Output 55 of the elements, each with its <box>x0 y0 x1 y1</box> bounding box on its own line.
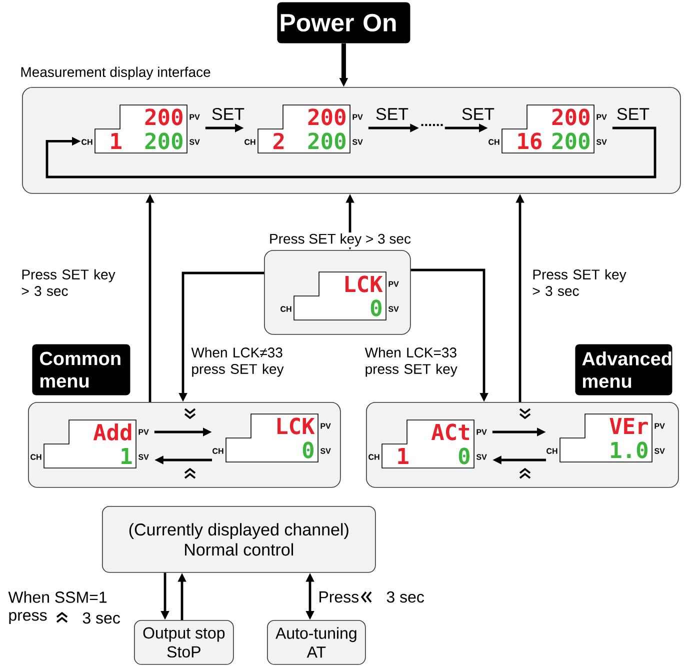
edge-label: SET <box>212 108 244 120</box>
indicator-label: SV <box>352 139 363 145</box>
edge-label: When LCK=33 press SET key <box>364 347 458 377</box>
indicator-label: SV <box>320 448 331 454</box>
arrow <box>46 126 656 178</box>
edge-label: SET <box>462 108 494 120</box>
lcd-display: 200 16 200 <box>502 104 594 154</box>
edge-label: SET <box>617 108 650 120</box>
node-label: Measurement display interface <box>21 66 210 80</box>
lcd-display: VEr 1.0 <box>560 414 652 462</box>
indicator-label: SV <box>388 306 399 312</box>
lcd-display: LCK 0 <box>294 272 386 320</box>
indicator-label: SV <box>654 448 665 454</box>
indicator-label: PV <box>654 423 665 429</box>
indicator-label: CH <box>30 454 42 460</box>
indicator-label: CH <box>280 306 292 312</box>
edge-label: Press SET key > 3 sec <box>22 269 116 296</box>
note-text: press <box>9 612 47 624</box>
note-text: 3 sec <box>82 612 120 624</box>
ellipsis: ...... <box>421 124 443 126</box>
indicator-label: PV <box>476 429 487 435</box>
indicator-label: SV <box>138 454 149 460</box>
indicator-label: PV <box>596 114 607 120</box>
indicator-label: PV <box>388 281 399 287</box>
lcd-display: 200 2 200 <box>258 104 350 154</box>
indicator-label: CH <box>244 139 256 145</box>
lcd-display: LCK 0 <box>226 414 318 462</box>
title-badge: Power On <box>277 2 410 44</box>
edge-label: SET <box>376 108 408 120</box>
indicator-label: PV <box>138 429 149 435</box>
menu-badge: Common menu <box>32 344 130 396</box>
edge-label: Press SET key > 3 sec <box>268 232 412 248</box>
lcd-display: ACt 1 0 <box>382 420 474 468</box>
indicator-label: CH <box>488 139 500 145</box>
indicator-label: PV <box>190 114 200 120</box>
note-text: 3 sec <box>386 591 424 603</box>
indicator-label: CH <box>368 454 380 460</box>
indicator-label: SV <box>596 139 607 145</box>
indicator-label: SV <box>476 454 487 460</box>
indicator-label: CH <box>212 448 224 454</box>
process-box: Auto-tuning AT <box>267 620 366 665</box>
edge-label: Press SET key > 3 sec <box>532 269 626 296</box>
menu-badge: Advanced menu <box>575 344 672 396</box>
indicator-label: SV <box>189 139 200 145</box>
indicator-label: CH <box>82 139 92 145</box>
process-box: (Currently displayed channel) Normal control <box>102 506 376 573</box>
indicator-label: PV <box>352 114 363 120</box>
indicator-label: CH <box>546 448 558 454</box>
lcd-display: 200 1 200 <box>94 104 188 154</box>
edge-label: When LCK≠33 press SET key <box>191 347 284 377</box>
indicator-label: PV <box>320 423 331 429</box>
lcd-display: Add 1 <box>44 420 136 468</box>
note-text: When SSM=1 <box>8 591 107 603</box>
process-box: Output stop StoP <box>134 620 234 665</box>
note-text: Press <box>320 591 359 603</box>
